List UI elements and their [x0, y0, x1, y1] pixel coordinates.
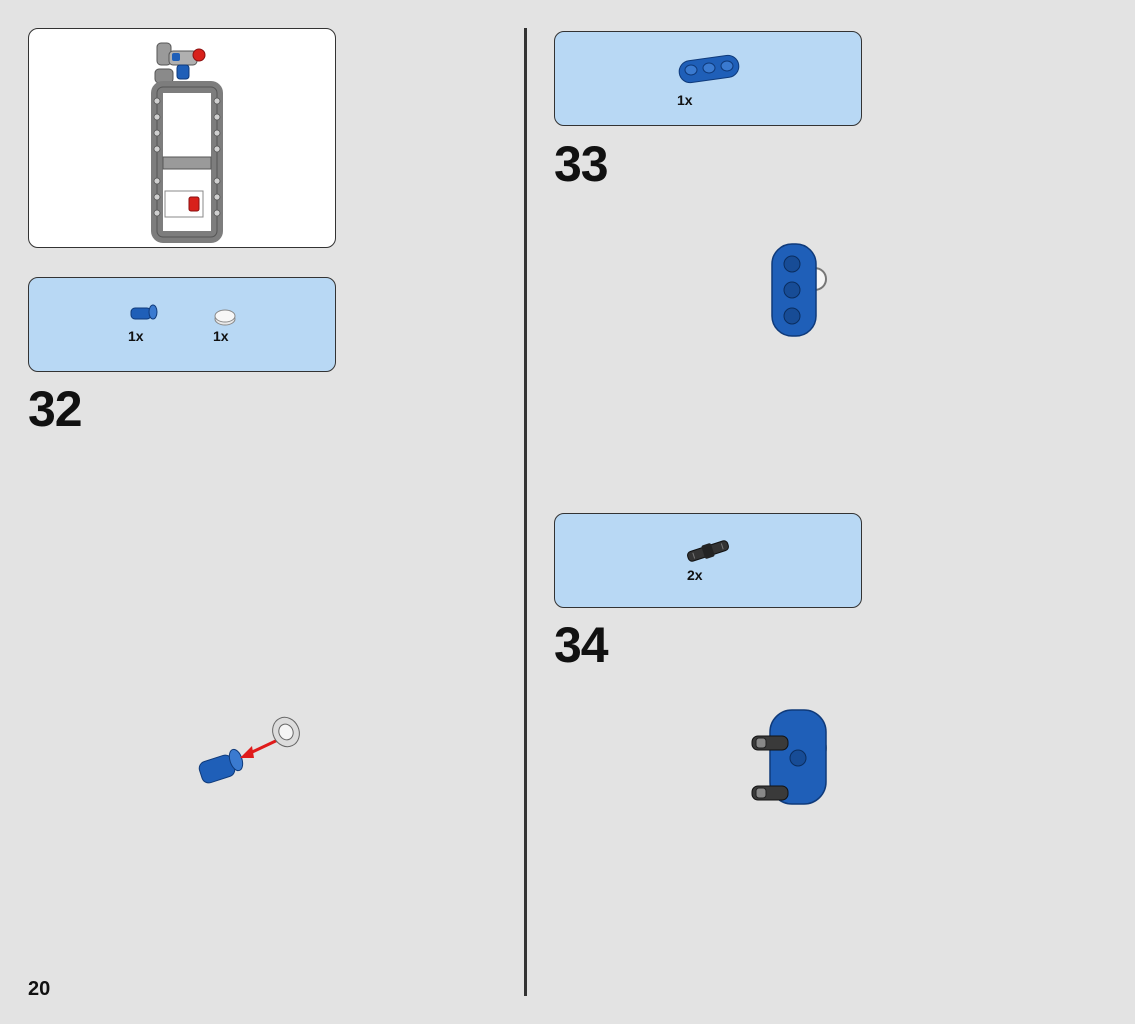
parts-list-step-33: 1x: [554, 31, 862, 126]
black-friction-pin-icon: [687, 540, 729, 562]
part-quantity: 2x: [687, 567, 703, 583]
step-number: 34: [554, 617, 609, 673]
part-quantity: 1x: [128, 328, 144, 344]
step-number: 33: [554, 136, 609, 192]
step-34-illustration: [751, 709, 827, 805]
step-33-illustration: [771, 243, 827, 337]
page-number: 20: [28, 978, 51, 1000]
assembly-frame-illustration: [151, 42, 223, 243]
previous-step-preview: [28, 28, 336, 248]
parts-list-step-32: 1x 1x: [28, 277, 336, 372]
step-number: 32: [28, 381, 83, 437]
white-bush-icon: [214, 309, 236, 326]
parts-list-step-34: 2x: [554, 513, 862, 608]
step-32-illustration: [198, 716, 300, 784]
part-quantity: 1x: [677, 92, 693, 108]
blue-3-hole-beam-icon: [678, 54, 740, 84]
column-divider: [524, 28, 527, 996]
blue-axle-pin-icon: [198, 748, 244, 784]
blue-axle-pin-icon: [130, 304, 158, 320]
part-quantity: 1x: [213, 328, 229, 344]
black-friction-pin-icon: [751, 735, 789, 801]
